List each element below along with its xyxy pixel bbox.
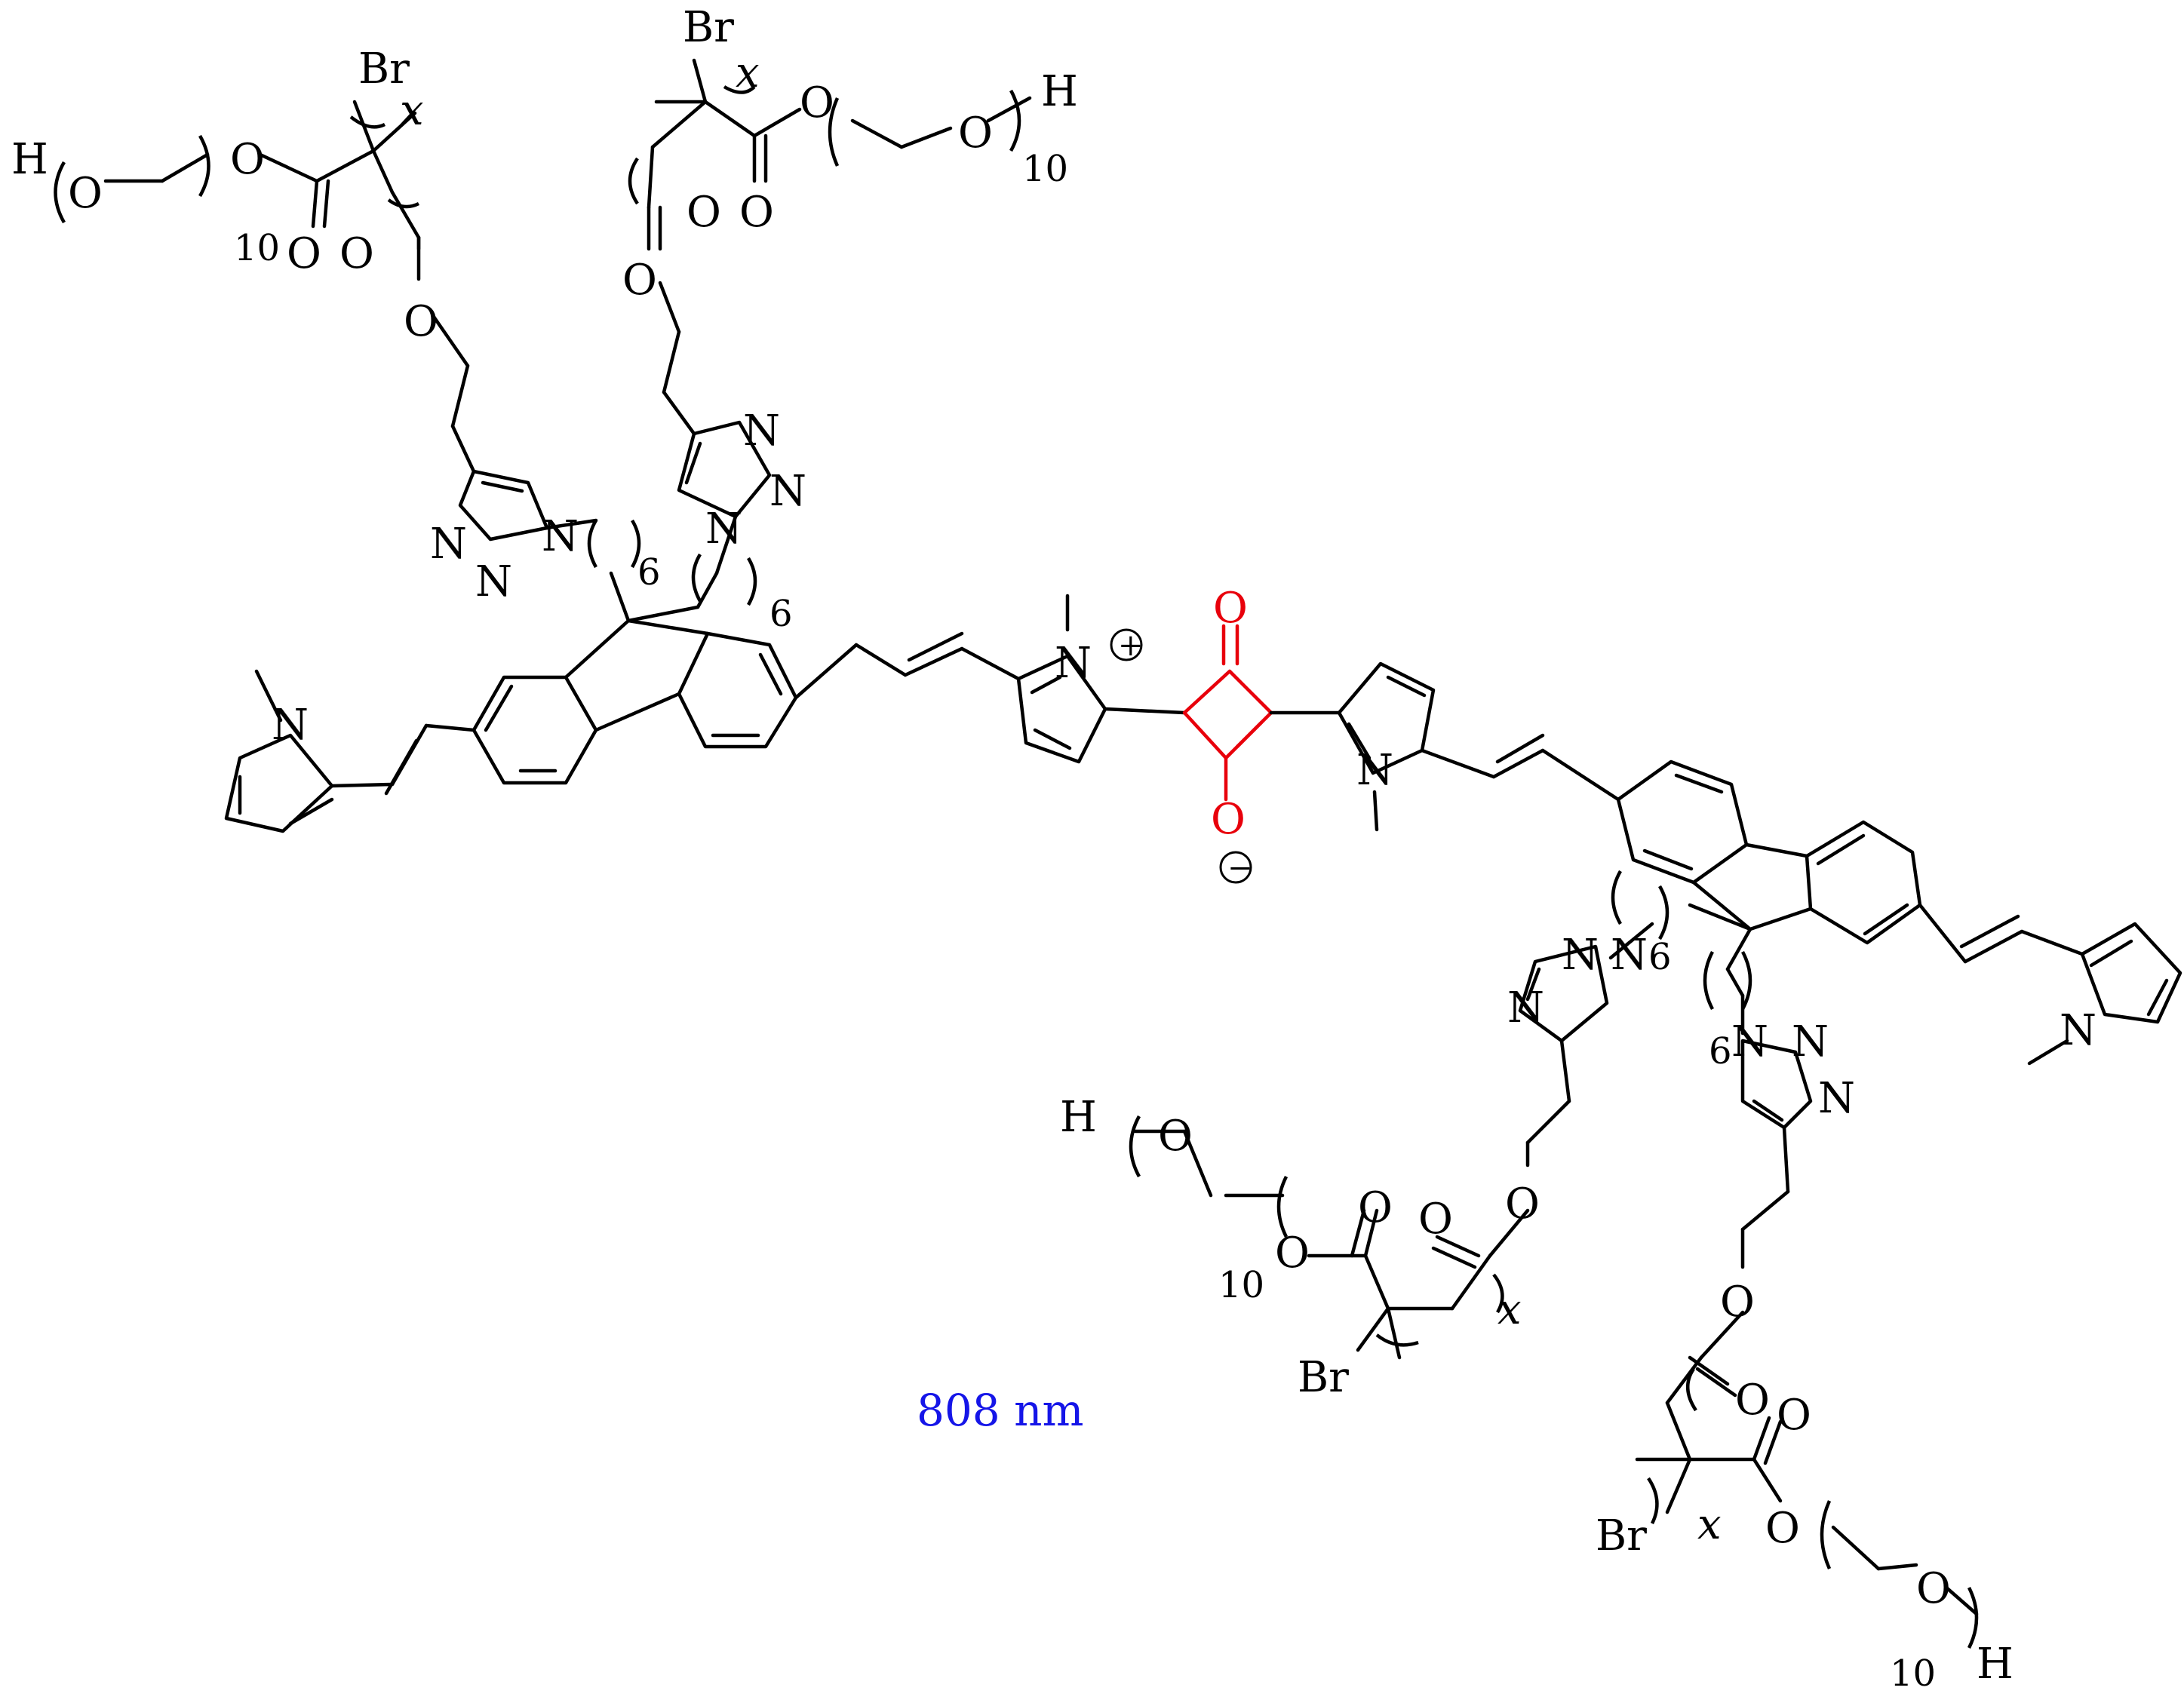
- atom-br-1: Br: [358, 44, 410, 94]
- atom-h-2: H: [1041, 67, 1078, 116]
- atom-n-3: N: [542, 512, 579, 561]
- atom-n-14: N: [1731, 1017, 1768, 1066]
- atom-n-10: N: [2060, 1006, 2096, 1055]
- atom-n-1: N: [430, 520, 467, 569]
- atom-n-15: N: [1792, 1017, 1829, 1066]
- bottom-left-polymer: [1133, 1129, 1530, 1360]
- label-10-3: 10: [1218, 1264, 1264, 1306]
- right-fluorene: [1269, 661, 2182, 1066]
- atom-o-8: O: [687, 188, 721, 237]
- atom-h-4: H: [1977, 1640, 2014, 1689]
- atom-o-18: O: [1777, 1391, 1811, 1440]
- atom-o-20: O: [1916, 1564, 1951, 1613]
- label-6-2: 6: [769, 593, 793, 635]
- atom-o-12: O: [1505, 1180, 1540, 1229]
- atom-o-2: O: [230, 135, 265, 184]
- atom-o-15: O: [1275, 1229, 1310, 1278]
- squaraine-o-bottom: O: [1211, 795, 1246, 844]
- left-fluorene: [224, 571, 1107, 833]
- atom-n-7: N: [272, 701, 309, 750]
- label-10-1: 10: [234, 227, 280, 269]
- lower-left-triazole: [1518, 922, 1654, 1168]
- atom-n-4: N: [743, 407, 780, 456]
- upper-left-triazole: [450, 364, 598, 542]
- atom-h-3: H: [1060, 1093, 1097, 1142]
- lower-right-triazole: [1740, 993, 1813, 1269]
- atom-o-7: O: [958, 109, 993, 158]
- top-right-polymer: [647, 58, 1032, 334]
- atom-n-16: N: [1818, 1074, 1855, 1123]
- atom-o-11: O: [1158, 1112, 1193, 1161]
- atom-h-1: H: [11, 135, 48, 184]
- atom-n-8: N: [1055, 639, 1092, 688]
- atom-o-14: O: [1358, 1183, 1393, 1232]
- atom-n-2: N: [475, 557, 512, 606]
- upper-right-triazole: [662, 330, 772, 575]
- atom-n-12: N: [1611, 931, 1648, 980]
- label-x-4: x: [1697, 1500, 1722, 1549]
- label-6-4: 6: [1709, 1030, 1732, 1072]
- atom-o-16: O: [1720, 1278, 1755, 1327]
- minus-charge-circle: [1219, 851, 1252, 884]
- label-x-3: x: [1497, 1285, 1522, 1334]
- atom-o-10: O: [622, 256, 657, 305]
- atom-o-19: O: [1765, 1504, 1800, 1553]
- atom-o-1: O: [68, 169, 103, 218]
- atom-br-3: Br: [1298, 1353, 1349, 1402]
- atom-n-9: N: [1356, 746, 1393, 795]
- squaraine-o-top: O: [1213, 584, 1248, 633]
- atom-o-4: O: [339, 229, 374, 278]
- atom-o-9: O: [739, 188, 774, 237]
- atom-n-6: N: [705, 505, 742, 554]
- label-6-3: 6: [1648, 936, 1672, 978]
- plus-charge-circle: [1110, 628, 1143, 661]
- atom-n-5: N: [769, 467, 806, 516]
- atom-br-4: Br: [1596, 1511, 1647, 1560]
- atom-o-6: O: [800, 78, 834, 127]
- label-10-2: 10: [1022, 148, 1068, 190]
- atom-br-2: Br: [683, 3, 734, 52]
- wavelength-label: 808 nm: [917, 1385, 1084, 1436]
- plus-charge: +: [1118, 628, 1144, 663]
- atom-o-13: O: [1418, 1195, 1453, 1244]
- label-x-1: x: [400, 86, 424, 135]
- minus-charge: −: [1227, 851, 1253, 885]
- atom-o-5: O: [404, 297, 438, 346]
- atom-o-17: O: [1735, 1376, 1770, 1425]
- label-10-4: 10: [1890, 1652, 1936, 1695]
- label-x-2: x: [736, 48, 760, 97]
- atom-n-11: N: [1562, 931, 1599, 980]
- bottom-right-polymer: [1635, 1310, 1979, 1616]
- atom-o-3: O: [287, 229, 321, 278]
- atom-n-13: N: [1507, 983, 1544, 1032]
- label-6-1: 6: [637, 551, 661, 594]
